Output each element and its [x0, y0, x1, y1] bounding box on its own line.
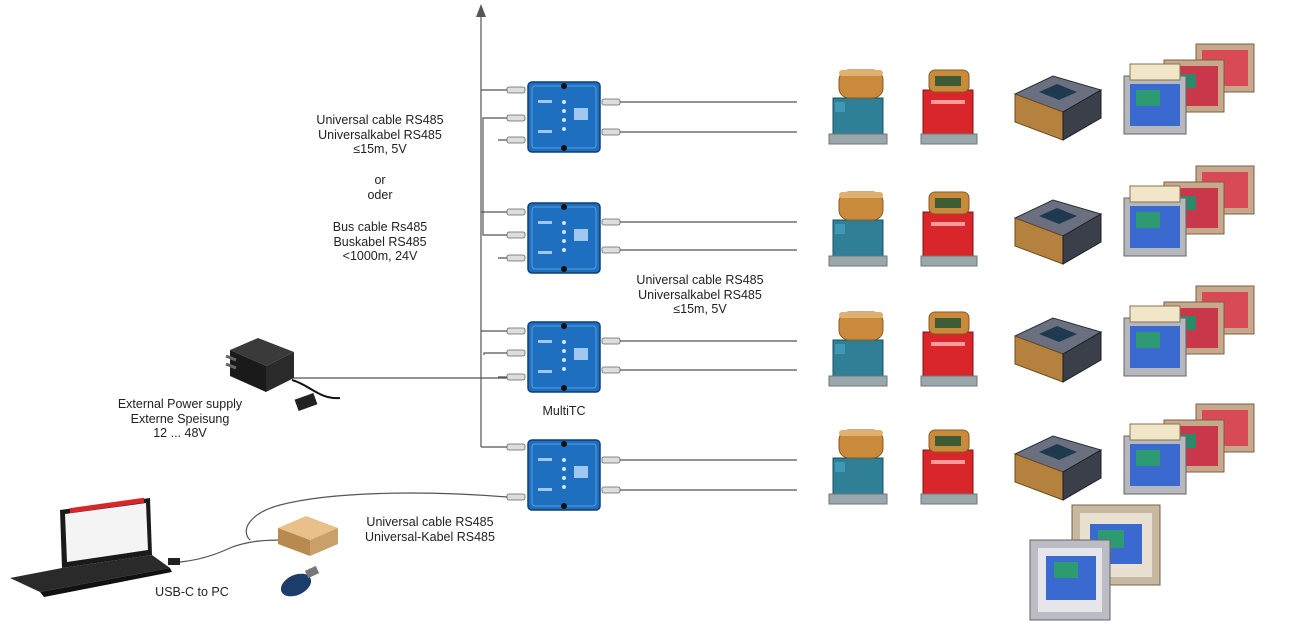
device-row-3 — [828, 285, 1255, 387]
usb-cable-label: Universal cable RS485 Universal-Kabel RS… — [345, 515, 515, 544]
usb-converter-icon — [278, 516, 338, 556]
or-label: or oder — [300, 173, 460, 202]
power-line-3: 12 ... 48V — [153, 426, 207, 440]
arrow-up-icon — [476, 4, 486, 17]
bus-cable-line-1: Bus cable Rs485 — [332, 220, 428, 234]
cable-left-line-2: Universalkabel RS485 — [318, 127, 442, 142]
laptop-icon — [10, 497, 172, 597]
multitc-unit-1 — [527, 81, 601, 153]
multitc-unit-2 — [527, 202, 601, 274]
power-adapter-icon — [225, 338, 341, 412]
bus-cable-line-2: Buskabel RS485 — [333, 234, 427, 249]
bus-trunk — [480, 14, 515, 448]
device-row-2 — [828, 165, 1255, 267]
cable-mid-line-2: Universalkabel RS485 — [638, 287, 762, 302]
frame-levels-bottom — [1029, 504, 1161, 621]
multitc-label: MultiTC — [524, 404, 604, 419]
usb-c-plug-icon — [168, 558, 180, 565]
multitc-unit-4 — [527, 439, 601, 511]
power-label: External Power supply Externe Speisung 1… — [100, 397, 260, 441]
cable-left-label: Universal cable RS485 Universalkabel RS4… — [300, 113, 460, 157]
bus-cable-line-3: <1000m, 24V — [342, 249, 418, 263]
cable-left-line-3: ≤15m, 5V — [353, 142, 407, 156]
usb-pc-text: USB-C to PC — [155, 585, 229, 599]
multitc-unit-3 — [527, 321, 601, 393]
device-row-1 — [828, 43, 1255, 145]
power-line-1: External Power supply — [117, 397, 243, 411]
multitc-text: MultiTC — [542, 404, 586, 418]
device-cables — [620, 101, 797, 491]
usb-cable — [245, 492, 508, 541]
device-row-4 — [828, 403, 1255, 505]
power-line-2: Externe Speisung — [130, 411, 230, 426]
usb-dongle-icon — [280, 565, 320, 597]
or-line-de: oder — [367, 187, 393, 202]
cable-mid-label: Universal cable RS485 Universalkabel RS4… — [615, 273, 785, 317]
or-line-en: or — [374, 173, 386, 187]
cable-left-line-1: Universal cable RS485 — [316, 113, 444, 127]
cable-mid-line-3: ≤15m, 5V — [673, 302, 727, 316]
usb-cable-line-2: Universal-Kabel RS485 — [365, 529, 495, 544]
usb-pc-label: USB-C to PC — [142, 585, 242, 600]
usb-cable-line-1: Universal cable RS485 — [366, 515, 494, 529]
bus-cable-label: Bus cable Rs485 Buskabel RS485 <1000m, 2… — [300, 220, 460, 264]
cable-mid-line-1: Universal cable RS485 — [636, 273, 764, 287]
